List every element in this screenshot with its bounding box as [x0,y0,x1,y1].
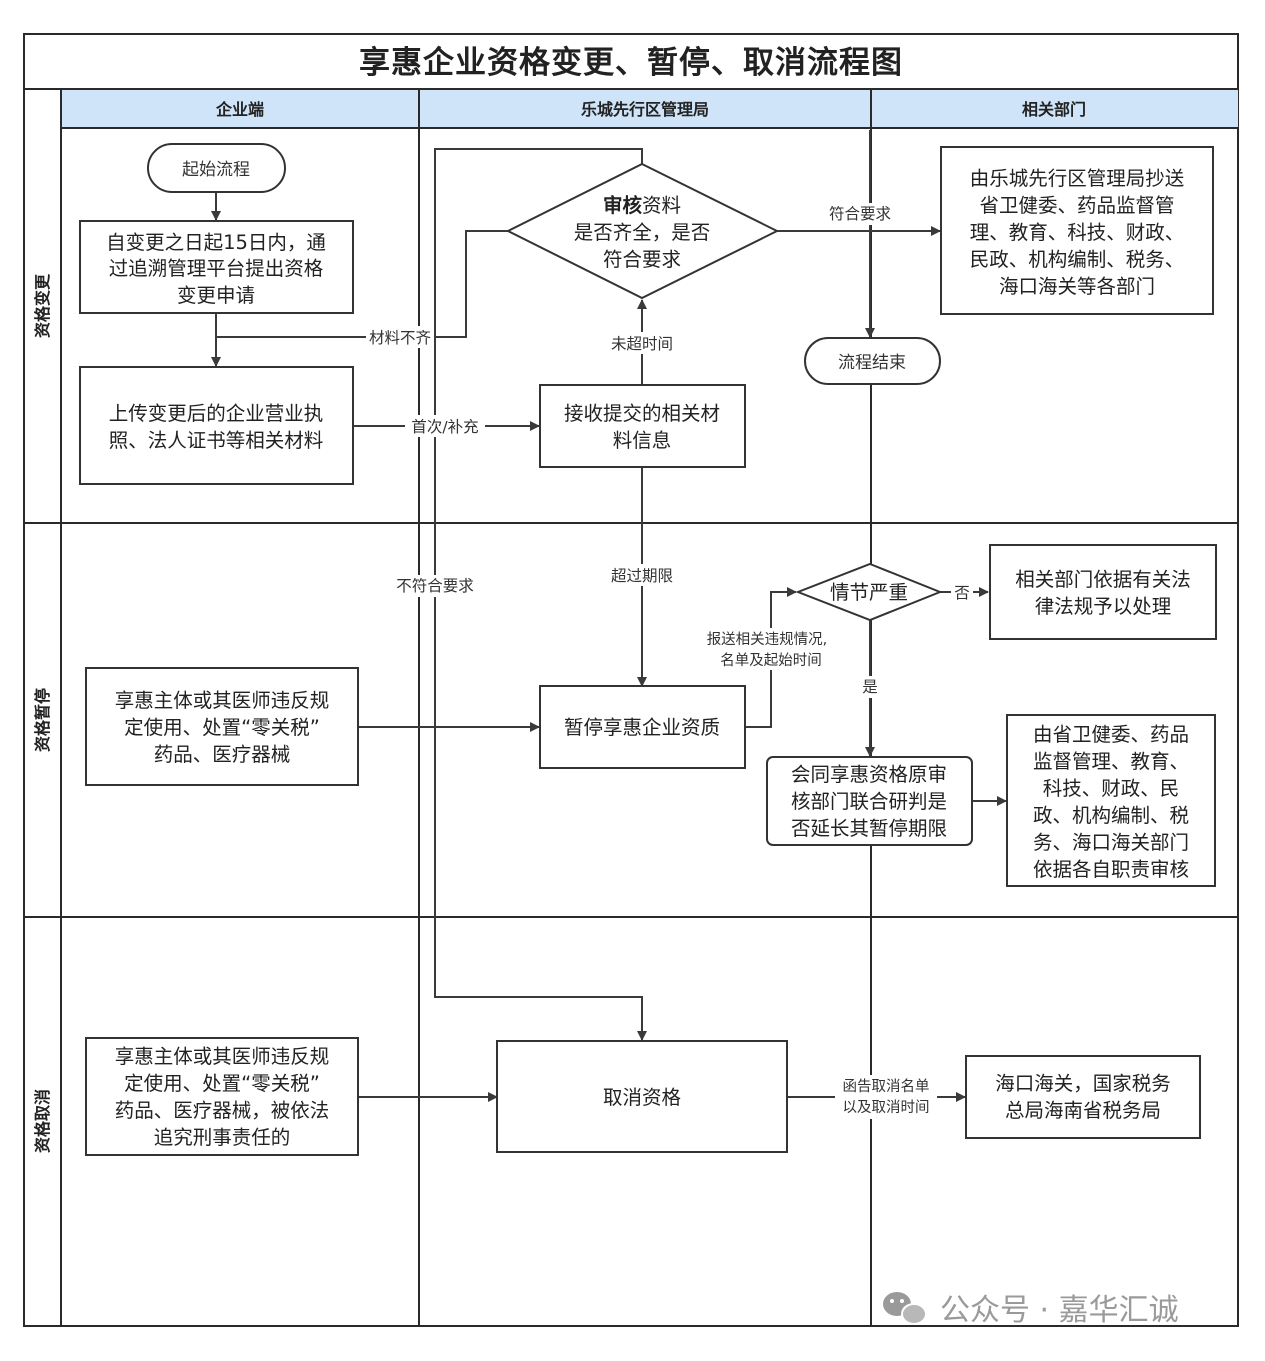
label-yes: 是 [862,678,878,696]
label-bg [366,326,434,348]
node-apply-line-1: 自变更之日起15日内，通 [106,231,326,254]
node-upload [79,366,354,485]
node-apply-line-3: 变更申请 [177,284,255,307]
watermark: 公众号 · 嘉华汇诚 [883,1292,1179,1328]
node-violation-cancel-line-4: 追究刑事责任的 [154,1126,291,1149]
label-bg [604,332,680,354]
node-review-line-3: 符合要求 [603,248,681,271]
label-report-violation-1: 报送相关违规情况, [707,631,828,648]
node-provincial-review-line-5: 务、海口海关部门 [1033,831,1189,854]
label-bg [604,564,680,586]
node-end [804,337,941,385]
node-review-line-1: 审核资料 [603,194,681,217]
node-customs-tax [965,1055,1201,1139]
node-start-label: 起始流程 [182,160,250,180]
label-not-timed-out: 未超时间 [611,335,673,353]
node-notify-line-1: 由乐城先行区管理局抄送 [970,167,1185,190]
label-meets-requirements: 符合要求 [829,205,891,223]
node-notify-line-3: 理、教育、科技、财政、 [970,221,1185,244]
row-header-change: 资格变更 [33,273,52,338]
node-customs-tax-line-2: 总局海南省税务局 [1005,1099,1161,1122]
column-header-enterprise: 企业端 [215,100,264,119]
node-notify-line-2: 省卫健委、药品监督管 [979,194,1174,217]
label-not-meet: 不符合要求 [396,577,474,595]
wechat-icon [883,1292,927,1325]
node-end-label: 流程结束 [838,353,906,373]
node-dept-handle [989,544,1217,640]
node-notify-departments [940,146,1214,315]
line-materials-incomplete [216,230,508,338]
node-cancel-label: 取消资格 [603,1086,682,1109]
outer-border [23,33,1239,1327]
node-cancel [496,1040,788,1153]
node-review-line-2: 是否齐全，是否 [574,221,711,244]
node-violation-cancel-line-2: 定使用、处置“零关税” [124,1072,320,1095]
node-provincial-review-line-2: 监督管理、教育、 [1033,750,1189,773]
label-materials-incomplete: 材料不齐 [369,329,431,347]
node-dept-handle-line-1: 相关部门依据有关法 [1015,568,1191,591]
column-header-departments: 相关部门 [1022,100,1086,119]
node-notify-line-4: 民政、机构编制、税务、 [970,248,1185,271]
node-receive-line-1: 接收提交的相关材 [564,402,720,425]
node-suspend-label: 暂停享惠企业资质 [564,716,720,739]
row-header-suspend: 资格暂停 [33,688,52,752]
node-severe-decision [795,562,943,622]
node-suspend [539,685,746,769]
node-provincial-review-line-1: 由省卫健委、药品 [1033,723,1189,746]
node-receive-line-2: 料信息 [613,429,672,452]
node-joint-review-line-2: 核部门联合研判是 [791,790,947,813]
node-start [147,143,286,193]
node-violation-cancel-line-1: 享惠主体或其医师违反规 [115,1045,330,1068]
node-violation-suspend-line-1: 享惠主体或其医师违反规 [115,689,330,712]
node-provincial-review-line-4: 政、机构编制、税 [1033,804,1189,827]
node-severe-label: 情节严重 [830,581,908,604]
diagram-title: 享惠企业资格变更、暂停、取消流程图 [359,45,903,81]
node-violation-cancel-line-3: 药品、医疗器械，被依法 [115,1099,330,1122]
node-review-decision [505,162,780,300]
label-no: 否 [954,584,970,602]
column-header-band [61,90,1238,128]
node-apply-line-2: 过追溯管理平台提出资格 [109,257,324,280]
label-report-violation-2: 名单及起始时间 [720,652,822,669]
node-violation-suspend-line-3: 药品、医疗器械 [154,743,291,766]
label-exceeds-deadline: 超过期限 [611,567,673,585]
node-receive [539,384,746,468]
label-bg [696,628,838,670]
label-bg [835,1075,937,1119]
node-violation-suspend [85,667,359,786]
row-header-cancel: 资格取消 [33,1089,52,1153]
label-bg [823,203,897,225]
arrow-not-meet-to-cancel [434,148,647,1041]
label-bg [389,575,481,597]
node-provincial-review [1006,714,1216,887]
label-cancel-notice-1: 函告取消名单 [843,1078,930,1095]
node-provincial-review-line-6: 依据各自职责审核 [1033,858,1189,881]
node-violation-cancel [85,1037,359,1156]
node-customs-tax-line-1: 海口海关，国家税务 [995,1072,1171,1095]
label-bg [951,582,973,604]
node-joint-review-line-3: 否延长其暂停期限 [791,817,947,840]
node-joint-review-line-1: 会同享惠资格原审 [791,763,947,786]
label-cancel-notice-2: 以及取消时间 [843,1099,930,1116]
node-dept-handle-line-2: 律法规予以处理 [1035,595,1172,618]
node-notify-line-5: 海口海关等各部门 [999,275,1155,298]
node-violation-suspend-line-2: 定使用、处置“零关税” [124,716,320,739]
label-bg [858,676,882,698]
frame [23,33,1239,1327]
node-upload-line-2: 照、法人证书等相关材料 [109,429,324,452]
node-upload-line-1: 上传变更后的企业营业执 [109,402,324,425]
node-joint-review [766,756,973,846]
label-bg [405,415,485,437]
node-provincial-review-line-3: 科技、财政、民 [1043,777,1180,800]
label-first-or-supplement: 首次/补充 [411,418,478,436]
node-apply [79,220,354,314]
watermark-text: 公众号 · 嘉华汇诚 [940,1293,1179,1328]
column-header-bureau: 乐城先行区管理局 [581,100,709,119]
